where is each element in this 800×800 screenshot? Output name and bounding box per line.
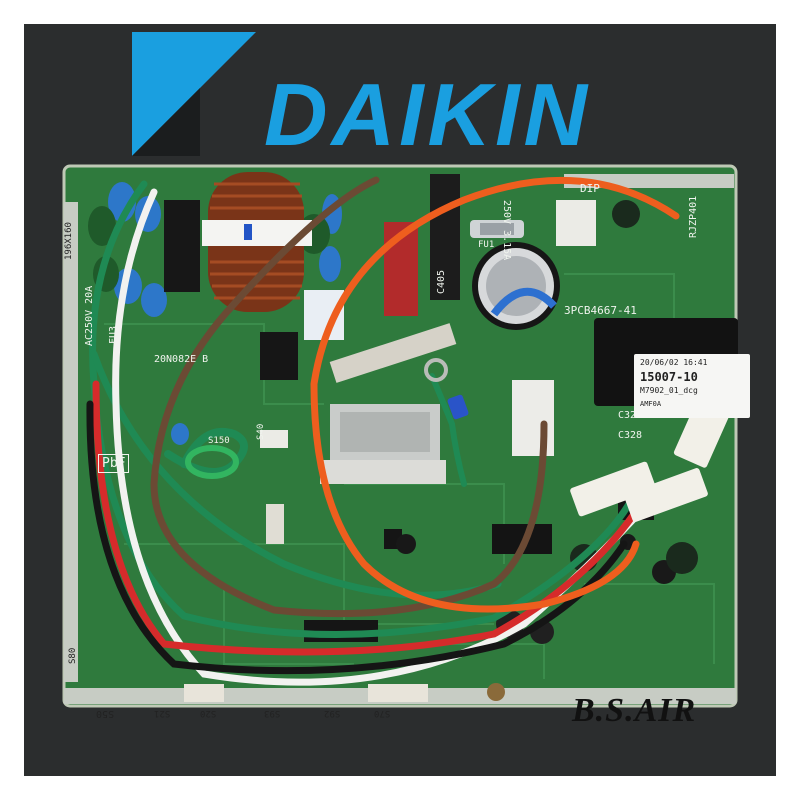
- s20-label: S20: [200, 708, 217, 718]
- s40-label: S40: [256, 423, 266, 440]
- pcb-illustration: [62, 32, 738, 708]
- electrolytic-capacitor: [472, 242, 560, 330]
- daikin-logo-text: DAIKIN: [264, 65, 592, 164]
- capacitor-label: C405: [436, 269, 447, 294]
- cap-label-2: C328: [618, 430, 643, 441]
- cap-label-1: C328: [618, 410, 643, 421]
- s80-label: S80: [68, 647, 78, 664]
- voltage-label: AC250V 20A: [84, 285, 95, 346]
- model-code-label: RJZP401: [688, 195, 699, 238]
- s70-label: S70: [374, 708, 391, 718]
- s93-label: S93: [264, 708, 281, 718]
- sticker-datetime: 20/06/02 16:41: [640, 358, 708, 367]
- s92-label: S92: [324, 708, 341, 718]
- sticker-code: AMF0A: [640, 400, 662, 408]
- part-number-label: 3PCB4667-41: [564, 304, 637, 317]
- capacitor-green: [88, 206, 116, 246]
- pbf-label: PbF: [98, 454, 130, 473]
- lot-label: 20N082E B: [154, 354, 209, 365]
- s21-label: S21: [154, 708, 171, 718]
- dimension-label: 196X160: [64, 222, 74, 260]
- wire-harness: [86, 176, 680, 686]
- dip-label: DIP: [580, 182, 600, 195]
- pcb-photo: DAIKIN DIP 3PCB4667-41 250V 3.15A RJZP40…: [24, 24, 776, 776]
- sticker-serial: 15007-10: [640, 370, 698, 384]
- sticker-program: M7902_01_dcg: [640, 386, 698, 395]
- connector-block: [556, 200, 596, 246]
- sticker-card: 20/06/02 16:41 15007-10 M7902_01_dcg AMF…: [634, 354, 750, 418]
- fuse-rating-label: 250V 3.15A: [501, 200, 512, 261]
- fu1-label: FU1: [478, 240, 495, 250]
- s50-label: S50: [96, 708, 115, 719]
- serial-sticker: 20/06/02 16:41 15007-10 M7902_01_dcg AMF…: [614, 342, 762, 426]
- s150-label: S150: [208, 436, 230, 446]
- relay: [164, 200, 200, 292]
- daikin-logo-mark: [132, 32, 256, 156]
- fu3-label: FU3: [108, 325, 119, 344]
- watermark: B.S.AIR: [572, 692, 697, 729]
